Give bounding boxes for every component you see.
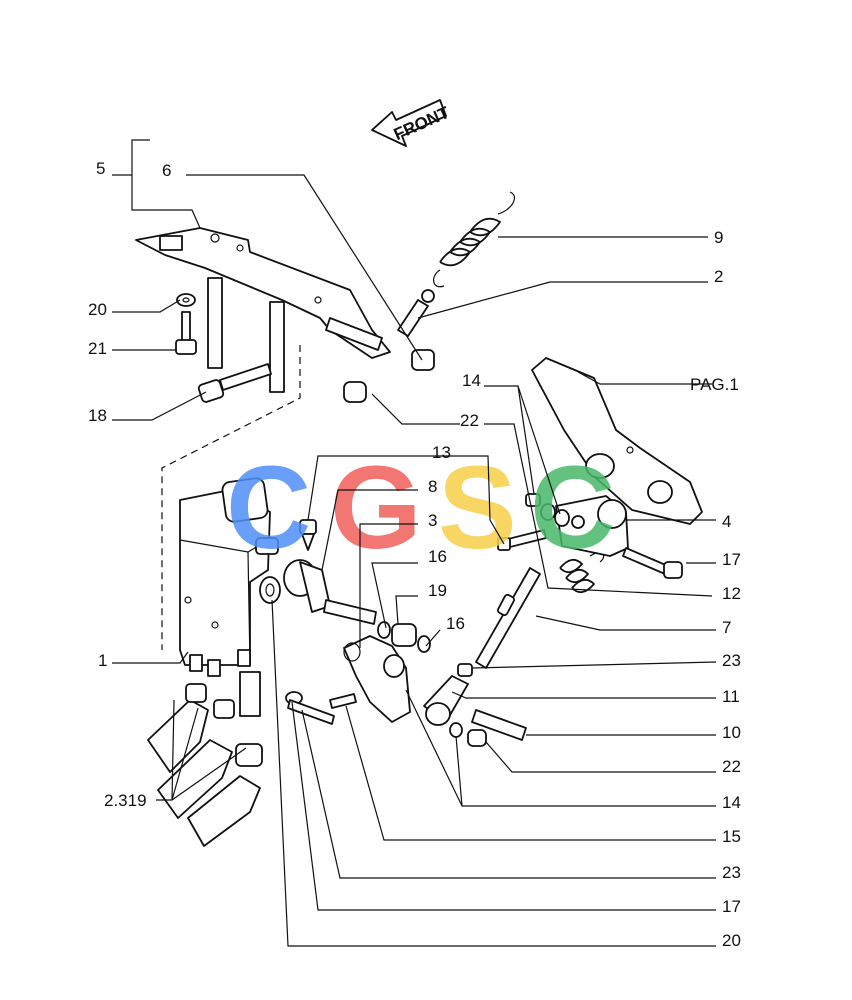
label-22b: 22 bbox=[722, 757, 741, 776]
phantom-outline bbox=[161, 345, 301, 650]
label-pag1: PAG.1 bbox=[690, 375, 739, 394]
label-18: 18 bbox=[88, 406, 107, 425]
watermark: C G S C bbox=[226, 442, 615, 574]
hydraulic-fittings-ref bbox=[147, 671, 263, 847]
bracket-part-5 bbox=[135, 227, 391, 393]
label-20b: 20 bbox=[722, 931, 741, 950]
label-2: 2 bbox=[714, 267, 723, 286]
pedal-pivot-part-4 bbox=[555, 495, 629, 557]
label-21: 21 bbox=[88, 339, 107, 358]
washers-part-14-upper bbox=[525, 493, 570, 527]
leader-lines bbox=[112, 139, 717, 947]
washer-part-20-lower bbox=[259, 576, 281, 604]
label-19: 19 bbox=[428, 581, 447, 600]
pin-part-10 bbox=[471, 709, 527, 741]
label-14b: 14 bbox=[722, 793, 741, 812]
label-20a: 20 bbox=[88, 300, 107, 319]
label-17a: 17 bbox=[722, 550, 741, 569]
label-8: 8 bbox=[428, 477, 437, 496]
label-16b: 16 bbox=[446, 614, 465, 633]
label-9: 9 bbox=[714, 228, 723, 247]
nut-part-6 bbox=[411, 349, 435, 371]
label-23a: 23 bbox=[722, 651, 741, 670]
washer-part-14-lower bbox=[449, 722, 463, 738]
screw-part-16-upper bbox=[497, 529, 547, 551]
label-23b: 23 bbox=[722, 863, 741, 882]
label-4: 4 bbox=[722, 512, 731, 531]
label-15: 15 bbox=[722, 827, 741, 846]
svg-text:G: G bbox=[330, 442, 422, 574]
label-6: 6 bbox=[162, 161, 171, 180]
label-13: 13 bbox=[432, 443, 451, 462]
label-3: 3 bbox=[428, 511, 437, 530]
eye-bolt-part-2 bbox=[397, 289, 435, 337]
reference-labels: 5 6 9 2 20 21 PAG.1 14 18 22 13 8 3 4 16… bbox=[88, 159, 741, 950]
pedal-arm-pag1 bbox=[531, 357, 703, 525]
label-22a: 22 bbox=[460, 411, 479, 430]
clevis-part-8 bbox=[283, 559, 377, 625]
rod-part-7 bbox=[475, 567, 541, 669]
bolt-part-17-upper bbox=[622, 547, 683, 579]
front-arrow-icon: FRONT bbox=[371, 99, 453, 147]
washer-part-20 bbox=[176, 293, 196, 307]
label-12: 12 bbox=[722, 584, 741, 603]
label-1: 1 bbox=[98, 651, 107, 670]
lever-part-3 bbox=[343, 635, 411, 723]
valve-part-1 bbox=[179, 477, 279, 677]
label-7: 7 bbox=[722, 618, 731, 637]
label-14a: 14 bbox=[462, 371, 481, 390]
bolt-part-18 bbox=[197, 363, 272, 403]
nut-part-22-upper bbox=[343, 381, 367, 403]
bushing-part-19 bbox=[377, 621, 431, 653]
nut-part-23-upper bbox=[457, 663, 473, 677]
label-17b: 17 bbox=[722, 897, 741, 916]
svg-text:S: S bbox=[438, 442, 517, 574]
label-11: 11 bbox=[722, 687, 740, 706]
label-10: 10 bbox=[722, 723, 741, 742]
bolt-part-17-lower bbox=[285, 691, 335, 725]
nut-part-22-lower bbox=[467, 729, 487, 747]
link-part-11 bbox=[423, 675, 469, 726]
spring-part-9 bbox=[433, 191, 515, 288]
label-ref-2319: 2.319 bbox=[104, 791, 147, 810]
screw-part-21 bbox=[175, 311, 197, 355]
svg-text:C: C bbox=[226, 442, 311, 574]
pin-part-23-lower bbox=[329, 693, 357, 709]
label-5: 5 bbox=[96, 159, 105, 178]
label-16a: 16 bbox=[428, 547, 447, 566]
